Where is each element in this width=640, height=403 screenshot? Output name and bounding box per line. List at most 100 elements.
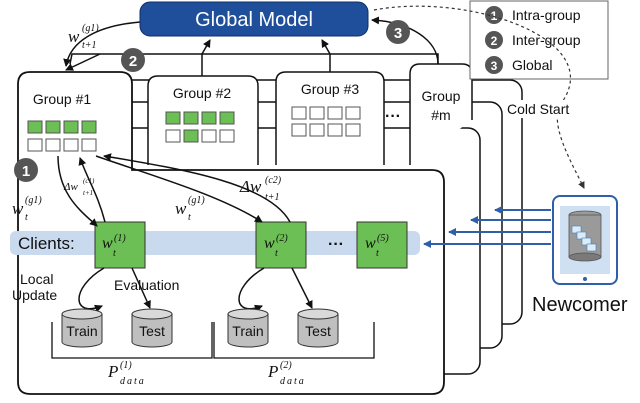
arrow-client1-to-group1 (78, 157, 106, 223)
svg-text:(g1): (g1) (25, 195, 42, 206)
arrow-groupm-to-global (371, 16, 439, 65)
group-3-grid (291, 106, 361, 137)
svg-text:t: t (188, 212, 191, 223)
client-2-sub: t (275, 248, 278, 259)
client-1-weight: w (102, 235, 113, 252)
evaluation-arrow-1 (131, 267, 151, 309)
local-update-loop-1 (78, 267, 105, 313)
test-db-1: Test (131, 308, 173, 348)
local-label: Local (20, 271, 53, 287)
client-1-sub: t (113, 248, 116, 259)
global-model-title: Global Model (195, 9, 313, 31)
svg-text:t+1: t+1 (265, 192, 280, 203)
svg-text:t: t (25, 212, 28, 223)
arrow-global-to-group1 (63, 21, 141, 67)
arrow-group1-to-client2 (95, 155, 263, 223)
svg-text:(c2): (c2) (265, 175, 282, 186)
arrow-inter-group-to-group1 (65, 53, 101, 71)
global-model-box (139, 1, 369, 37)
legend-item-global: 3 Global (485, 56, 552, 74)
arrow-groups-to-global (201, 39, 211, 55)
label-dw-c1: Δw (c1) t+1 (63, 177, 95, 197)
svg-text:w: w (68, 27, 80, 46)
label-w-g1-top: w (g1) t+1 (68, 23, 99, 51)
clients-label: Clients: (18, 234, 75, 253)
newcomer-tablet-icon (552, 195, 618, 285)
data-partition-2: Train Test P (2) data (213, 308, 375, 387)
group-2-name: Group #2 (173, 85, 232, 101)
legend-box: 1 Intra-group 2 Inter-group 3 Global (469, 0, 609, 80)
svg-text:(g1): (g1) (188, 195, 205, 206)
step-2-badge: 2 (121, 48, 145, 72)
cold-start-label-bg (504, 100, 584, 118)
svg-text:Δw: Δw (63, 181, 78, 193)
svg-text:Δw: Δw (239, 177, 262, 196)
step-3-badge: 3 (386, 20, 410, 44)
svg-text:(g1): (g1) (82, 23, 99, 34)
test-db-2: Test (297, 308, 339, 348)
client-1: w (1) t (94, 221, 146, 269)
groups-ellipsis: ··· (385, 108, 401, 125)
group-3-name: Group #3 (301, 81, 360, 97)
evaluation-arrow-2 (291, 267, 313, 309)
arrow-group3-to-global (321, 39, 331, 55)
p1-symbol: P (107, 362, 118, 381)
group-tab-3: Group #3 (275, 71, 385, 165)
arrow-group1-to-client1 (57, 155, 98, 227)
train-db-1: Train (61, 308, 103, 348)
client-2-weight: w (264, 235, 275, 252)
client-2: w (2) t (255, 221, 307, 269)
svg-text:2: 2 (491, 34, 498, 48)
client-5-sub: t (376, 248, 379, 259)
svg-text:w: w (175, 199, 187, 218)
p2-symbol: P (267, 362, 278, 381)
cold-start-path (373, 5, 585, 189)
evaluation-label: Evaluation (114, 277, 179, 293)
client-2-sup: (2) (276, 233, 288, 244)
svg-text:t+1: t+1 (83, 189, 93, 197)
arrow-client2-to-group1 (103, 153, 291, 223)
data-partition-1: Train Test P (1) data (51, 308, 213, 387)
group-m-name-line2: #m (431, 107, 450, 123)
client-5-weight: w (365, 235, 376, 252)
label-w-g1-mid: w (g1) t (175, 195, 205, 223)
train-db-2: Train (227, 308, 269, 348)
legend-item-inter: 2 Inter-group (485, 31, 581, 49)
label-w-g1-left: w (g1) t (12, 195, 42, 223)
legend-item-intra: 1 Intra-group (485, 6, 581, 24)
cold-start-label: Cold Start (507, 101, 569, 117)
client-5-sup: (5) (377, 233, 389, 244)
legend-label-global: Global (512, 57, 552, 73)
p1-sup: (1) (120, 360, 132, 371)
group-1-name: Group #1 (33, 91, 92, 107)
client-5: w (5) t (356, 221, 408, 269)
group-tab-2: Group #2 (147, 75, 259, 165)
svg-text:t+1: t+1 (82, 40, 97, 51)
newcomer-label: Newcomer (532, 294, 628, 316)
p2-sub: data (280, 376, 306, 387)
svg-text:w: w (12, 199, 24, 218)
client-1-sup: (1) (114, 233, 126, 244)
group-m-name-line1: Group (422, 88, 461, 104)
step-1-badge: 1 (14, 158, 38, 182)
update-label: Update (12, 287, 57, 303)
legend-label-inter: Inter-group (512, 32, 581, 48)
train-label-1: Train (66, 323, 97, 339)
svg-text:3: 3 (394, 25, 402, 42)
p1-sub: data (120, 376, 146, 387)
label-dw-c2: Δw (c2) t+1 (239, 175, 282, 203)
local-update-loop-2 (238, 267, 265, 313)
test-label-1: Test (139, 323, 165, 339)
svg-text:3: 3 (491, 59, 498, 73)
svg-text:(c1): (c1) (83, 177, 95, 185)
legend-label-intra: Intra-group (512, 7, 581, 23)
group-1-grid (27, 120, 97, 152)
svg-text:2: 2 (129, 53, 137, 70)
test-label-2: Test (305, 323, 331, 339)
clients-ellipsis: ··· (328, 236, 344, 253)
train-label-2: Train (232, 323, 263, 339)
p2-sup: (2) (280, 360, 292, 371)
svg-text:1: 1 (22, 163, 30, 180)
group-2-grid (165, 111, 235, 143)
